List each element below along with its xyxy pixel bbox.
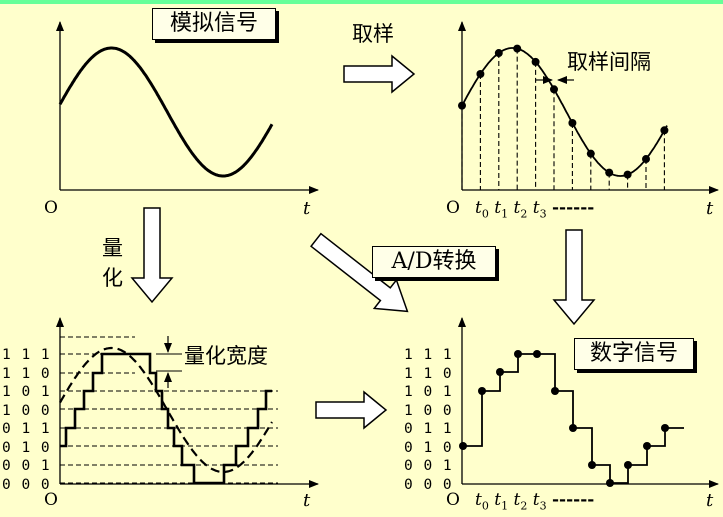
bit-code: 0 0 0 <box>404 476 453 493</box>
digital-point <box>661 424 669 432</box>
bit-codes-left: 1 1 1 1 1 0 1 0 1 1 0 0 0 1 1 0 1 0 0 0 … <box>2 346 51 494</box>
sample-point <box>531 57 540 66</box>
sample-point <box>660 126 669 135</box>
t-axis-label-2: t <box>706 198 714 219</box>
sample-point <box>494 49 503 58</box>
tick-t2: t2 <box>513 490 528 513</box>
quantized-staircase <box>60 352 272 485</box>
ad-conversion-label: A/D转换 <box>372 246 496 278</box>
origin-label-3: O <box>44 490 58 510</box>
quantization-label-2: 化 <box>102 266 123 290</box>
tick-t2: t2 <box>513 198 528 221</box>
digital-point <box>643 442 651 450</box>
sample-ticks-bottom: t0 t1 t2 t3 ------ <box>475 490 594 512</box>
tick-ellipsis: ------ <box>552 490 595 510</box>
digital-point <box>624 461 632 469</box>
sample-point <box>623 170 632 179</box>
digital-point <box>551 387 559 395</box>
digital-point <box>533 350 541 358</box>
origin-label-2: O <box>446 198 460 218</box>
top-strip <box>0 0 723 4</box>
bit-code: 1 0 1 <box>404 384 453 400</box>
analog-signal-label: 模拟信号 <box>152 8 276 40</box>
bit-code: 1 0 1 <box>2 384 51 400</box>
digital-point <box>478 387 486 395</box>
tick-t0: t0 <box>475 198 489 221</box>
digital-point <box>606 479 614 487</box>
digital-point <box>496 368 504 376</box>
origin-label-1: O <box>44 198 58 218</box>
sample-point <box>568 119 577 128</box>
tick-t3: t3 <box>532 490 547 513</box>
digital-panel <box>458 317 719 488</box>
bit-code: 1 1 0 <box>2 365 51 382</box>
digital-staircase <box>463 353 684 484</box>
bit-code: 0 0 1 <box>404 458 453 474</box>
bit-code: 1 0 0 <box>2 402 51 419</box>
quantization-label-1: 量 <box>102 236 123 260</box>
sampling-label: 取样 <box>352 22 394 46</box>
sample-point <box>458 101 466 110</box>
sample-point <box>513 44 522 53</box>
sample-point <box>605 168 614 177</box>
bit-code: 1 0 0 <box>404 402 453 419</box>
quantization-levels <box>60 336 278 484</box>
sample-point <box>550 85 558 94</box>
tick-ellipsis: ------ <box>552 198 595 218</box>
quant-width-marker <box>156 336 182 388</box>
digital-signal-label: 数字信号 <box>574 338 694 370</box>
digital-points <box>459 350 669 487</box>
digitize-arrow <box>552 229 596 326</box>
sample-point <box>586 149 595 158</box>
quantized-panel <box>56 317 319 488</box>
digital-point <box>459 442 467 450</box>
bit-codes-right: 1 1 1 1 1 0 1 0 1 1 0 0 0 1 1 0 1 0 0 0 … <box>404 346 453 494</box>
t-axis-label-3: t <box>303 490 311 511</box>
bit-code: 0 0 0 <box>2 476 51 493</box>
sample-point <box>476 69 485 78</box>
tick-t0: t0 <box>475 490 489 513</box>
bit-code: 0 1 0 <box>404 439 453 456</box>
bit-code: 1 1 1 <box>2 347 51 363</box>
quantize-arrow <box>130 207 174 304</box>
bit-code: 0 1 1 <box>2 421 51 437</box>
t-axis-label-4: t <box>706 490 714 511</box>
sample-point <box>642 155 650 164</box>
origin-label-4: O <box>446 490 460 510</box>
ad-arrow <box>315 390 388 430</box>
bit-code: 0 0 1 <box>2 458 51 474</box>
digital-point <box>514 350 522 358</box>
analog-panel <box>56 21 319 194</box>
sample-points <box>458 44 669 179</box>
sampling-interval-label: 取样间隔 <box>567 50 651 74</box>
bit-code: 0 1 0 <box>2 439 51 456</box>
t-axis-label-1: t <box>303 198 311 219</box>
diagonal-arrow <box>310 232 409 313</box>
tick-t1: t1 <box>494 198 509 221</box>
bit-code: 1 1 0 <box>404 365 453 382</box>
bit-code: 1 1 1 <box>404 347 453 363</box>
quant-width-label: 量化宽度 <box>184 344 268 368</box>
digital-point <box>569 424 577 432</box>
sampling-arrow <box>343 54 416 94</box>
sampled-panel <box>458 21 719 194</box>
digital-point <box>588 461 596 469</box>
tick-t1: t1 <box>494 490 509 513</box>
tick-t3: t3 <box>532 198 547 221</box>
analog-waveform <box>58 46 274 178</box>
bit-code: 0 1 1 <box>404 421 453 437</box>
sample-ticks-top: t0 t1 t2 t3 ------ <box>475 198 594 220</box>
